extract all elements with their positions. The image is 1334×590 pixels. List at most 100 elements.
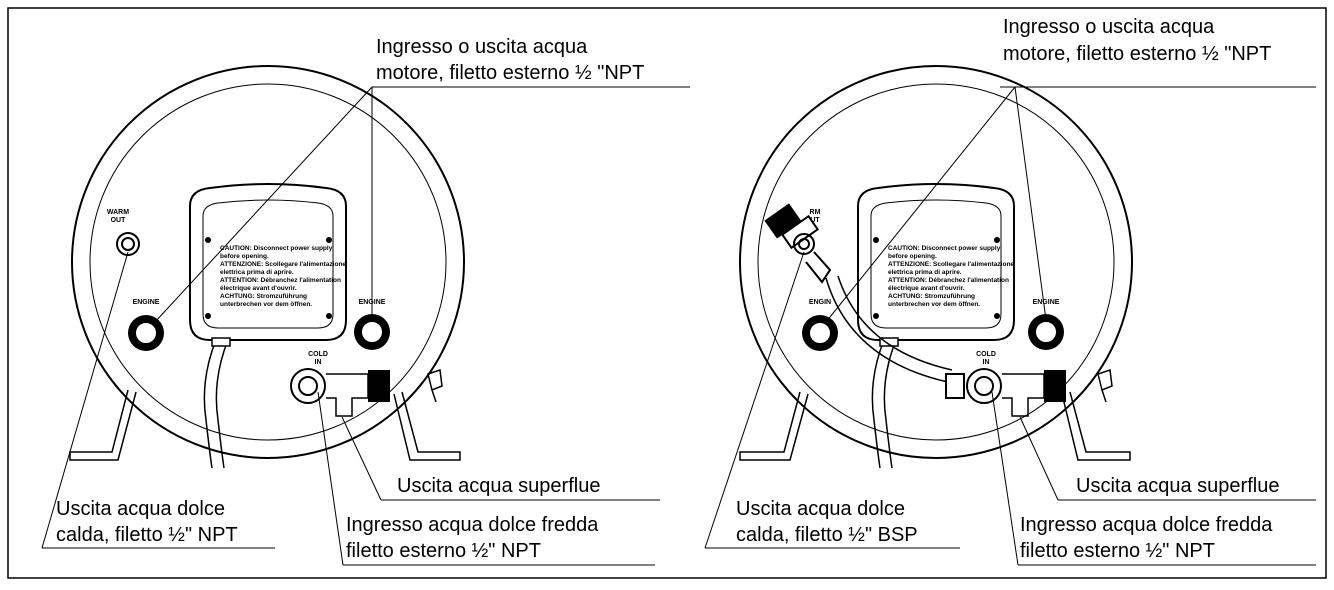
callout-engine: motore, filetto esterno ½ "NPT [1003, 43, 1271, 65]
warm-out-port [793, 233, 815, 255]
leader-line-engine-right [1014, 86, 1047, 321]
electrical-box-inner [202, 199, 334, 329]
left-leg [739, 391, 809, 461]
warm-out-label: WARM [107, 209, 129, 216]
tank-outer-rim [71, 65, 465, 459]
box-screw [994, 237, 1000, 243]
callout-cold: filetto esterno ½" NPT [346, 540, 541, 562]
tank-outer-rim [739, 65, 1133, 459]
engine-left-port-inner [808, 321, 832, 345]
warm-out-port [116, 232, 140, 256]
electrical-box [857, 183, 1015, 341]
warning-line: elettrica prima di aprire. [888, 269, 962, 276]
power-cable [871, 339, 885, 469]
outer-frame [7, 7, 1327, 579]
warning-line: ATTENTION: Débranchez l'alimentation [888, 277, 1009, 284]
power-cable [203, 339, 217, 469]
hose-connector [945, 373, 965, 399]
callout-warm: calda, filetto ½" BSP [736, 524, 918, 546]
warm-out-port-inner [121, 237, 135, 251]
engine-right-port-inner [360, 320, 384, 344]
callout-engine: Ingresso o uscita acqua [376, 36, 588, 58]
bypass-hose [837, 275, 953, 371]
right-leg [1061, 391, 1131, 461]
warning-line: unterbrechen vor dem öffnen. [220, 301, 312, 308]
warning-line: ACHTUNG: Stromzuführung [888, 293, 975, 300]
power-cable [215, 339, 229, 469]
engine-left-label: ENGINE [133, 299, 160, 306]
leader-line-engine-left [154, 86, 373, 323]
callout-overflow: Uscita acqua superflue [397, 475, 600, 497]
left-leg [69, 389, 137, 461]
warm-out-label: RM [810, 209, 821, 216]
cold-in-port-inner [298, 376, 318, 396]
leader-line-cold [317, 391, 344, 566]
cold-in-port-inner [974, 376, 994, 396]
leader-line-overflow [1019, 416, 1059, 501]
warning-line: ATTENZIONE: Scollegare l'alimentazione [220, 261, 346, 268]
relief-valve [764, 203, 832, 284]
side-bolt-stem [431, 389, 437, 403]
power-cable [883, 339, 897, 469]
warm-out-label: UT [810, 217, 820, 224]
cold-in-label: IN [983, 359, 990, 366]
warning-line: before opening. [220, 253, 269, 260]
left-heater-view: CAUTION: Disconnect power supply before … [41, 36, 690, 566]
callout-warm: Uscita acqua dolce [736, 498, 905, 520]
callout-engine: Ingresso o uscita acqua [1003, 16, 1215, 38]
thread-fitting [368, 370, 390, 402]
cable-gland [211, 337, 231, 347]
electrical-box-inner [870, 199, 1002, 329]
side-bolt [427, 368, 443, 392]
box-screw [326, 237, 332, 243]
leader-line-warm [41, 251, 129, 549]
box-screw [205, 237, 211, 243]
relief-valve-knob [764, 203, 802, 239]
right-leg [393, 391, 461, 461]
box-screw [873, 237, 879, 243]
callout-warm: Uscita acqua dolce [56, 498, 225, 520]
callout-engine: motore, filetto esterno ½ "NPT [376, 62, 644, 84]
warning-line: ATTENTION: Débranchez l'alimentation [220, 277, 341, 284]
engine-left-label: ENGIN [809, 299, 831, 306]
tank-inner-rim [89, 83, 447, 441]
cold-in-label: COLD [976, 351, 996, 358]
box-screw [326, 313, 332, 319]
warning-label: CAUTION: Disconnect power supply before … [888, 245, 1014, 308]
callout-cold: Ingresso acqua dolce fredda [346, 514, 599, 536]
warning-line: ATTENZIONE: Scollegare l'alimentazione [888, 261, 1014, 268]
warning-label: CAUTION: Disconnect power supply before … [220, 245, 346, 308]
box-screw [873, 313, 879, 319]
warning-line: électrique avant d'ouvrir. [220, 285, 297, 292]
box-screw [994, 313, 1000, 319]
engine-right-label: ENGINE [1033, 299, 1060, 306]
cold-in-port [966, 368, 1002, 404]
right-heater-view: CAUTION: Disconnect power supply before … [704, 16, 1316, 566]
warning-line: elettrica prima di aprire. [220, 269, 294, 276]
side-bolt [1097, 368, 1113, 392]
warning-line: CAUTION: Disconnect power supply [888, 245, 1001, 252]
leader-line-engine-left [825, 86, 1016, 323]
leader-line-warm [704, 251, 805, 549]
box-screw [205, 313, 211, 319]
warning-line: before opening. [888, 253, 937, 260]
warning-line: électrique avant d'ouvrir. [888, 285, 965, 292]
side-bolt-stem [1101, 389, 1107, 403]
leader-line-overflow [341, 416, 382, 501]
bypass-hose [825, 277, 949, 383]
callout-warm: calda, filetto ½" NPT [56, 524, 238, 546]
tank-inner-rim [757, 83, 1115, 441]
warning-line: unterbrechen vor dem öffnen. [888, 301, 980, 308]
thread-fitting [1044, 370, 1066, 402]
warm-out-label: OUT [111, 217, 127, 224]
cold-in-label: COLD [308, 351, 328, 358]
cold-in-label: IN [315, 359, 322, 366]
callout-cold: filetto esterno ½" NPT [1020, 540, 1215, 562]
warm-out-port-inner [798, 238, 810, 250]
warning-line: CAUTION: Disconnect power supply [220, 245, 333, 252]
cold-in-port [290, 368, 326, 404]
electrical-box [189, 183, 347, 341]
leader-line-cold [991, 391, 1019, 566]
